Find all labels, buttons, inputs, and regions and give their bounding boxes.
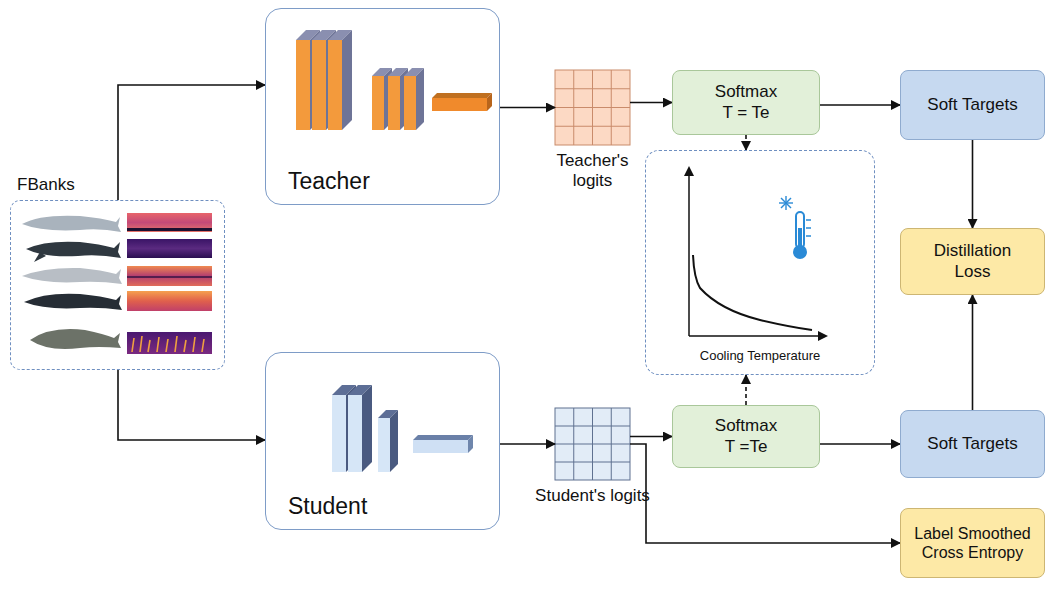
- softmax-box: SoftmaxT = Te: [672, 70, 820, 135]
- node-label: T =Te: [725, 437, 768, 457]
- node-label: Softmax: [715, 416, 777, 436]
- flow-arrow: [972, 295, 974, 410]
- spectrograms: [127, 213, 212, 354]
- node-label: Teacher: [288, 168, 370, 196]
- cooling-chart: [684, 166, 828, 341]
- student-logits-grid: [555, 408, 630, 480]
- node-label: Softmax: [715, 82, 777, 102]
- logits-grid: Teacher's logits: [555, 70, 630, 145]
- flow-arrow: [972, 140, 974, 228]
- soft-targets-box: Soft Targets: [900, 410, 1045, 478]
- flow-arrow: [820, 104, 900, 106]
- soft-targets-box: Soft Targets: [900, 70, 1045, 140]
- flow-arrow: [630, 436, 672, 438]
- node-label: Student: [288, 493, 367, 521]
- whale-icons: [22, 216, 122, 349]
- logits-grid: Student's logits: [555, 408, 630, 480]
- node-label: Cooling Temperature: [646, 348, 874, 364]
- softmax-box: SoftmaxT =Te: [672, 405, 820, 468]
- node-label: Student's logits: [535, 486, 650, 506]
- input-group: FBanks: [10, 200, 225, 370]
- flow-arrow: [820, 443, 900, 445]
- flow-arrow: [630, 102, 672, 104]
- node-label: Soft Targets: [927, 434, 1017, 454]
- teacher-network: [296, 30, 492, 130]
- thermometer-icon: [779, 196, 811, 259]
- node-label: T = Te: [722, 103, 769, 123]
- node-label: Teacher's logits: [535, 151, 650, 192]
- node-label: FBanks: [17, 175, 75, 195]
- student-box: Student: [265, 352, 500, 530]
- cooling-box: Cooling Temperature: [645, 150, 875, 375]
- student-network: [332, 385, 473, 472]
- node-label: Label Smoothed Cross Entropy: [905, 524, 1040, 562]
- dashed-arrow: [745, 135, 747, 150]
- flow-arrow: [500, 107, 555, 109]
- teacher-box: Teacher: [265, 8, 500, 205]
- node-label: Soft Targets: [927, 95, 1017, 115]
- flow-arrow: [118, 85, 265, 200]
- flow-arrow: [118, 370, 265, 440]
- teacher-logits-grid: [555, 70, 630, 145]
- flow-arrow: [500, 443, 555, 445]
- loss-box: Label Smoothed Cross Entropy: [900, 508, 1045, 578]
- dashed-arrow: [745, 375, 747, 405]
- node-label: Distillation Loss: [918, 241, 1028, 282]
- loss-box: Distillation Loss: [900, 228, 1045, 295]
